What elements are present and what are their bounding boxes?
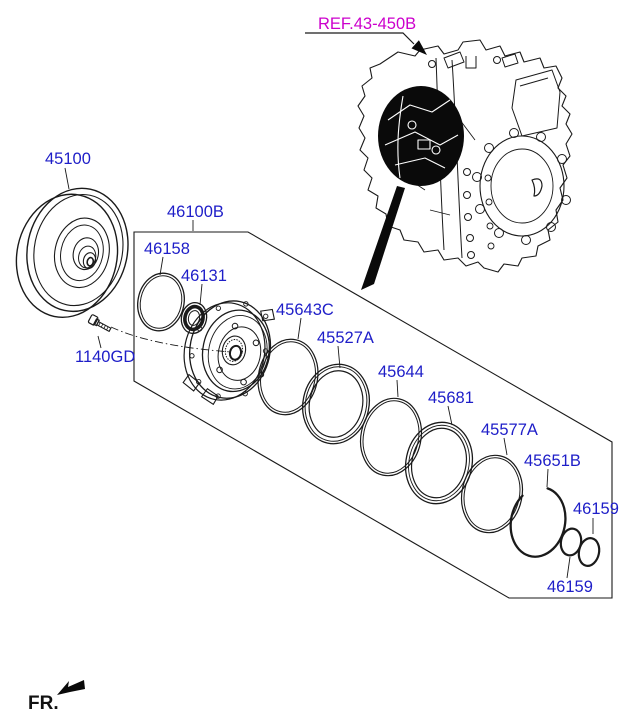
assembly-centerline bbox=[110, 326, 232, 353]
part-label-45643C: 45643C bbox=[276, 301, 334, 319]
kit-box-outline bbox=[133, 231, 613, 599]
part-label-46159-right: 46159 bbox=[573, 500, 619, 518]
bolt-drawing bbox=[87, 314, 232, 353]
transmission-ref-drawing bbox=[357, 39, 573, 290]
fr-indicator: FR. bbox=[28, 680, 85, 714]
part-label-46158: 46158 bbox=[144, 240, 190, 258]
part-label-45577A: 45577A bbox=[481, 421, 538, 439]
snap-ring-45651B-drawing bbox=[509, 487, 567, 558]
torque-converter-drawing bbox=[15, 187, 129, 319]
pump-face-holes bbox=[216, 322, 260, 386]
part-label-46131: 46131 bbox=[181, 267, 227, 285]
ring-46159-right-drawing bbox=[577, 537, 601, 567]
part-label-45651B: 45651B bbox=[524, 452, 581, 470]
part-label-45681: 45681 bbox=[428, 389, 474, 407]
ring-45681-drawing bbox=[404, 421, 474, 505]
ring-45527A-drawing bbox=[302, 363, 370, 445]
part-label-1140GD: 1140GD bbox=[75, 348, 135, 366]
fr-label: FR. bbox=[28, 693, 59, 714]
part-label-45644: 45644 bbox=[378, 363, 424, 381]
part-label-45527A: 45527A bbox=[317, 329, 374, 347]
highlight-pointer-wedge bbox=[361, 186, 405, 290]
part-label-46100B: 46100B bbox=[167, 203, 224, 221]
part-label-46159-bottom: 46159 bbox=[547, 578, 593, 596]
case-bolt-row bbox=[463, 168, 495, 259]
highlight-zone bbox=[361, 86, 464, 290]
part-label-45100: 45100 bbox=[45, 150, 91, 168]
fr-arrow-icon bbox=[57, 680, 85, 695]
oring-46158-drawing bbox=[137, 272, 185, 332]
ref-link[interactable]: REF.43-450B bbox=[318, 15, 416, 33]
ring-45644-drawing bbox=[359, 397, 423, 477]
leader-lines bbox=[64, 167, 594, 579]
ref-arrow-icon bbox=[411, 40, 427, 55]
seal-46131-drawing bbox=[180, 301, 208, 335]
ref-leader bbox=[305, 32, 427, 55]
housing-bolt-lugs bbox=[472, 128, 571, 245]
